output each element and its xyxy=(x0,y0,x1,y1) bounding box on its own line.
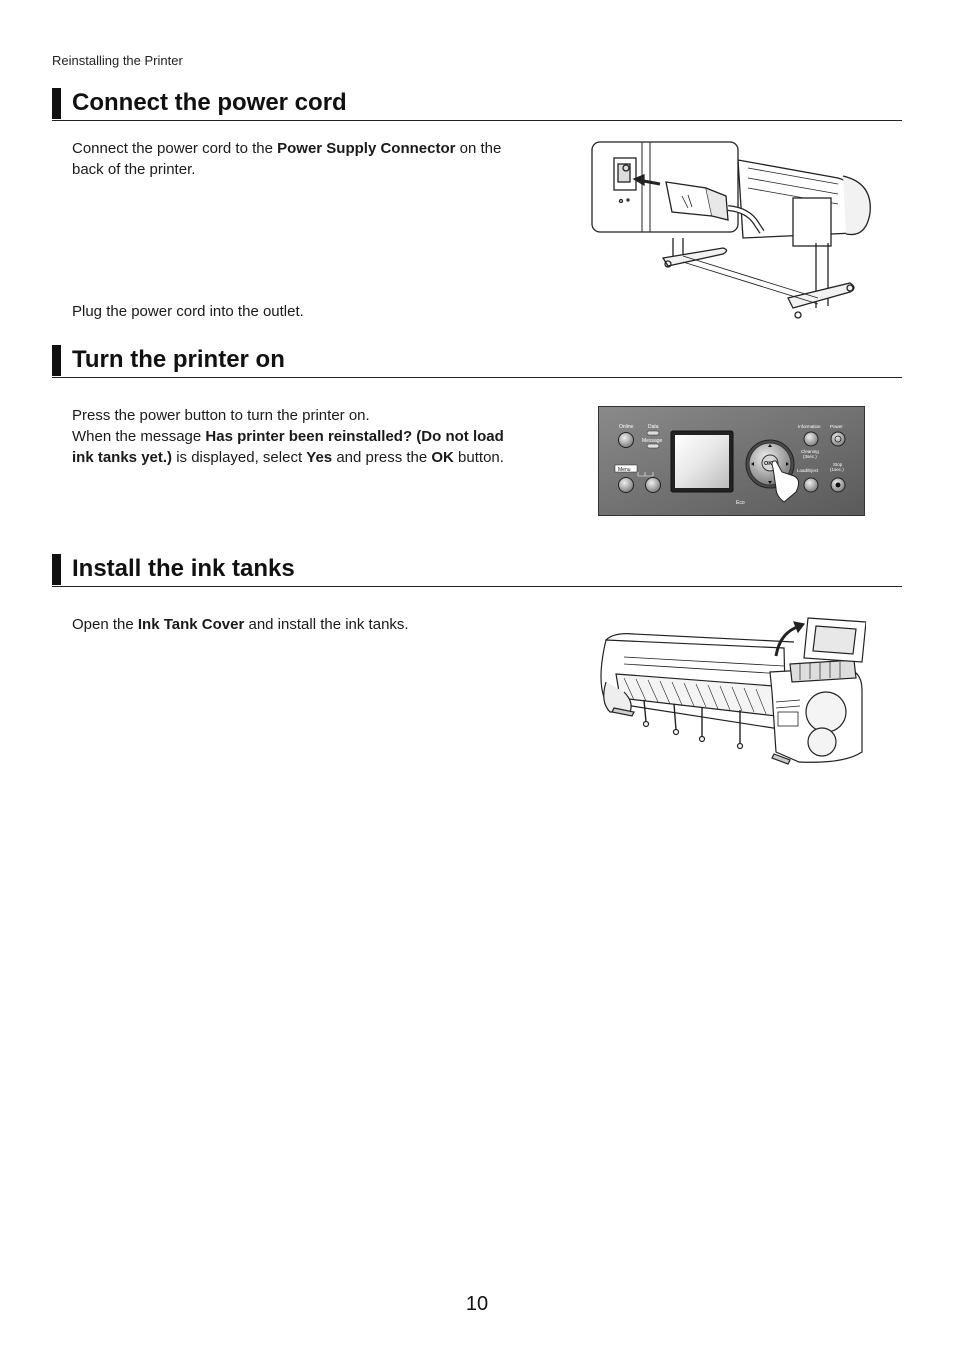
label-online: Online xyxy=(619,424,634,430)
running-head: Reinstalling the Printer xyxy=(52,53,183,68)
text-run: and press the xyxy=(332,449,432,466)
term-ok: OK xyxy=(431,449,454,466)
power-cord-illustration xyxy=(588,138,878,323)
text-run: on the xyxy=(455,140,502,157)
label-information: Information xyxy=(798,424,821,429)
printer-front-drawing xyxy=(600,617,867,765)
text-run: button. xyxy=(453,449,504,466)
term-ink-tank-cover: Ink Tank Cover xyxy=(137,616,245,633)
label-stop-sub: (1sec.) xyxy=(830,467,844,472)
text-run: Open the xyxy=(72,616,138,633)
label-power: Power xyxy=(830,424,843,429)
back-button[interactable] xyxy=(645,477,661,493)
instruction-install-ink: Open the Ink Tank Cover and install the … xyxy=(72,614,409,635)
section-title: Install the ink tanks xyxy=(72,555,295,582)
heading-bar xyxy=(52,88,61,119)
section-heading-turn-printer-on: Turn the printer on xyxy=(52,345,902,378)
label-stop: Stop xyxy=(833,462,843,467)
instruction-power-on: Press the power button to turn the print… xyxy=(72,405,572,468)
text-run: back of the printer. xyxy=(72,161,196,178)
section-heading-connect-power-cord: Connect the power cord xyxy=(52,88,902,121)
eco-logo: Eco xyxy=(736,500,745,506)
label-cleaning-sub: (3sec.) xyxy=(803,454,817,459)
printer-back-drawing xyxy=(591,141,871,319)
load-eject-button[interactable] xyxy=(803,477,819,493)
label-data: Data xyxy=(648,424,659,430)
text-run: Press the power button to turn the print… xyxy=(72,407,370,424)
power-button[interactable] xyxy=(830,431,846,447)
label-load-eject: Load/Eject xyxy=(797,468,819,473)
message-text: Has printer been reinstalled? (Do not lo… xyxy=(205,428,504,445)
heading-bar xyxy=(52,554,61,585)
menu-button[interactable] xyxy=(618,477,634,493)
stop-icon xyxy=(835,482,841,488)
term-power-supply-connector: Power Supply Connector xyxy=(277,140,456,157)
text-run: Connect the power cord to the xyxy=(72,140,278,157)
ink-tank-illustration xyxy=(594,612,867,770)
label-ok: OK xyxy=(764,461,772,467)
text-run: and install the ink tanks. xyxy=(244,616,409,633)
control-panel-drawing: Online Data Message Menu OK Eco Informat… xyxy=(598,406,865,516)
section-heading-install-ink-tanks: Install the ink tanks xyxy=(52,554,902,587)
label-menu: Menu xyxy=(618,467,631,473)
message-text: ink tanks yet.) xyxy=(72,449,173,466)
label-message: Message xyxy=(642,438,663,444)
text-run: is displayed, select xyxy=(172,449,307,466)
term-yes: Yes xyxy=(306,449,333,466)
power-icon xyxy=(834,435,842,443)
page-number: 10 xyxy=(465,1293,489,1315)
online-button[interactable] xyxy=(618,432,634,448)
instruction-connect-cord: Connect the power cord to the Power Supp… xyxy=(72,138,562,180)
label-cleaning: Cleaning xyxy=(801,449,819,454)
instruction-plug-outlet: Plug the power cord into the outlet. xyxy=(72,303,304,320)
control-panel-illustration: Online Data Message Menu OK Eco Informat… xyxy=(598,406,865,516)
text-run: When the message xyxy=(72,428,206,445)
section-title: Connect the power cord xyxy=(72,89,347,116)
heading-bar xyxy=(52,345,61,376)
section-title: Turn the printer on xyxy=(72,346,285,373)
information-button[interactable] xyxy=(803,431,819,447)
